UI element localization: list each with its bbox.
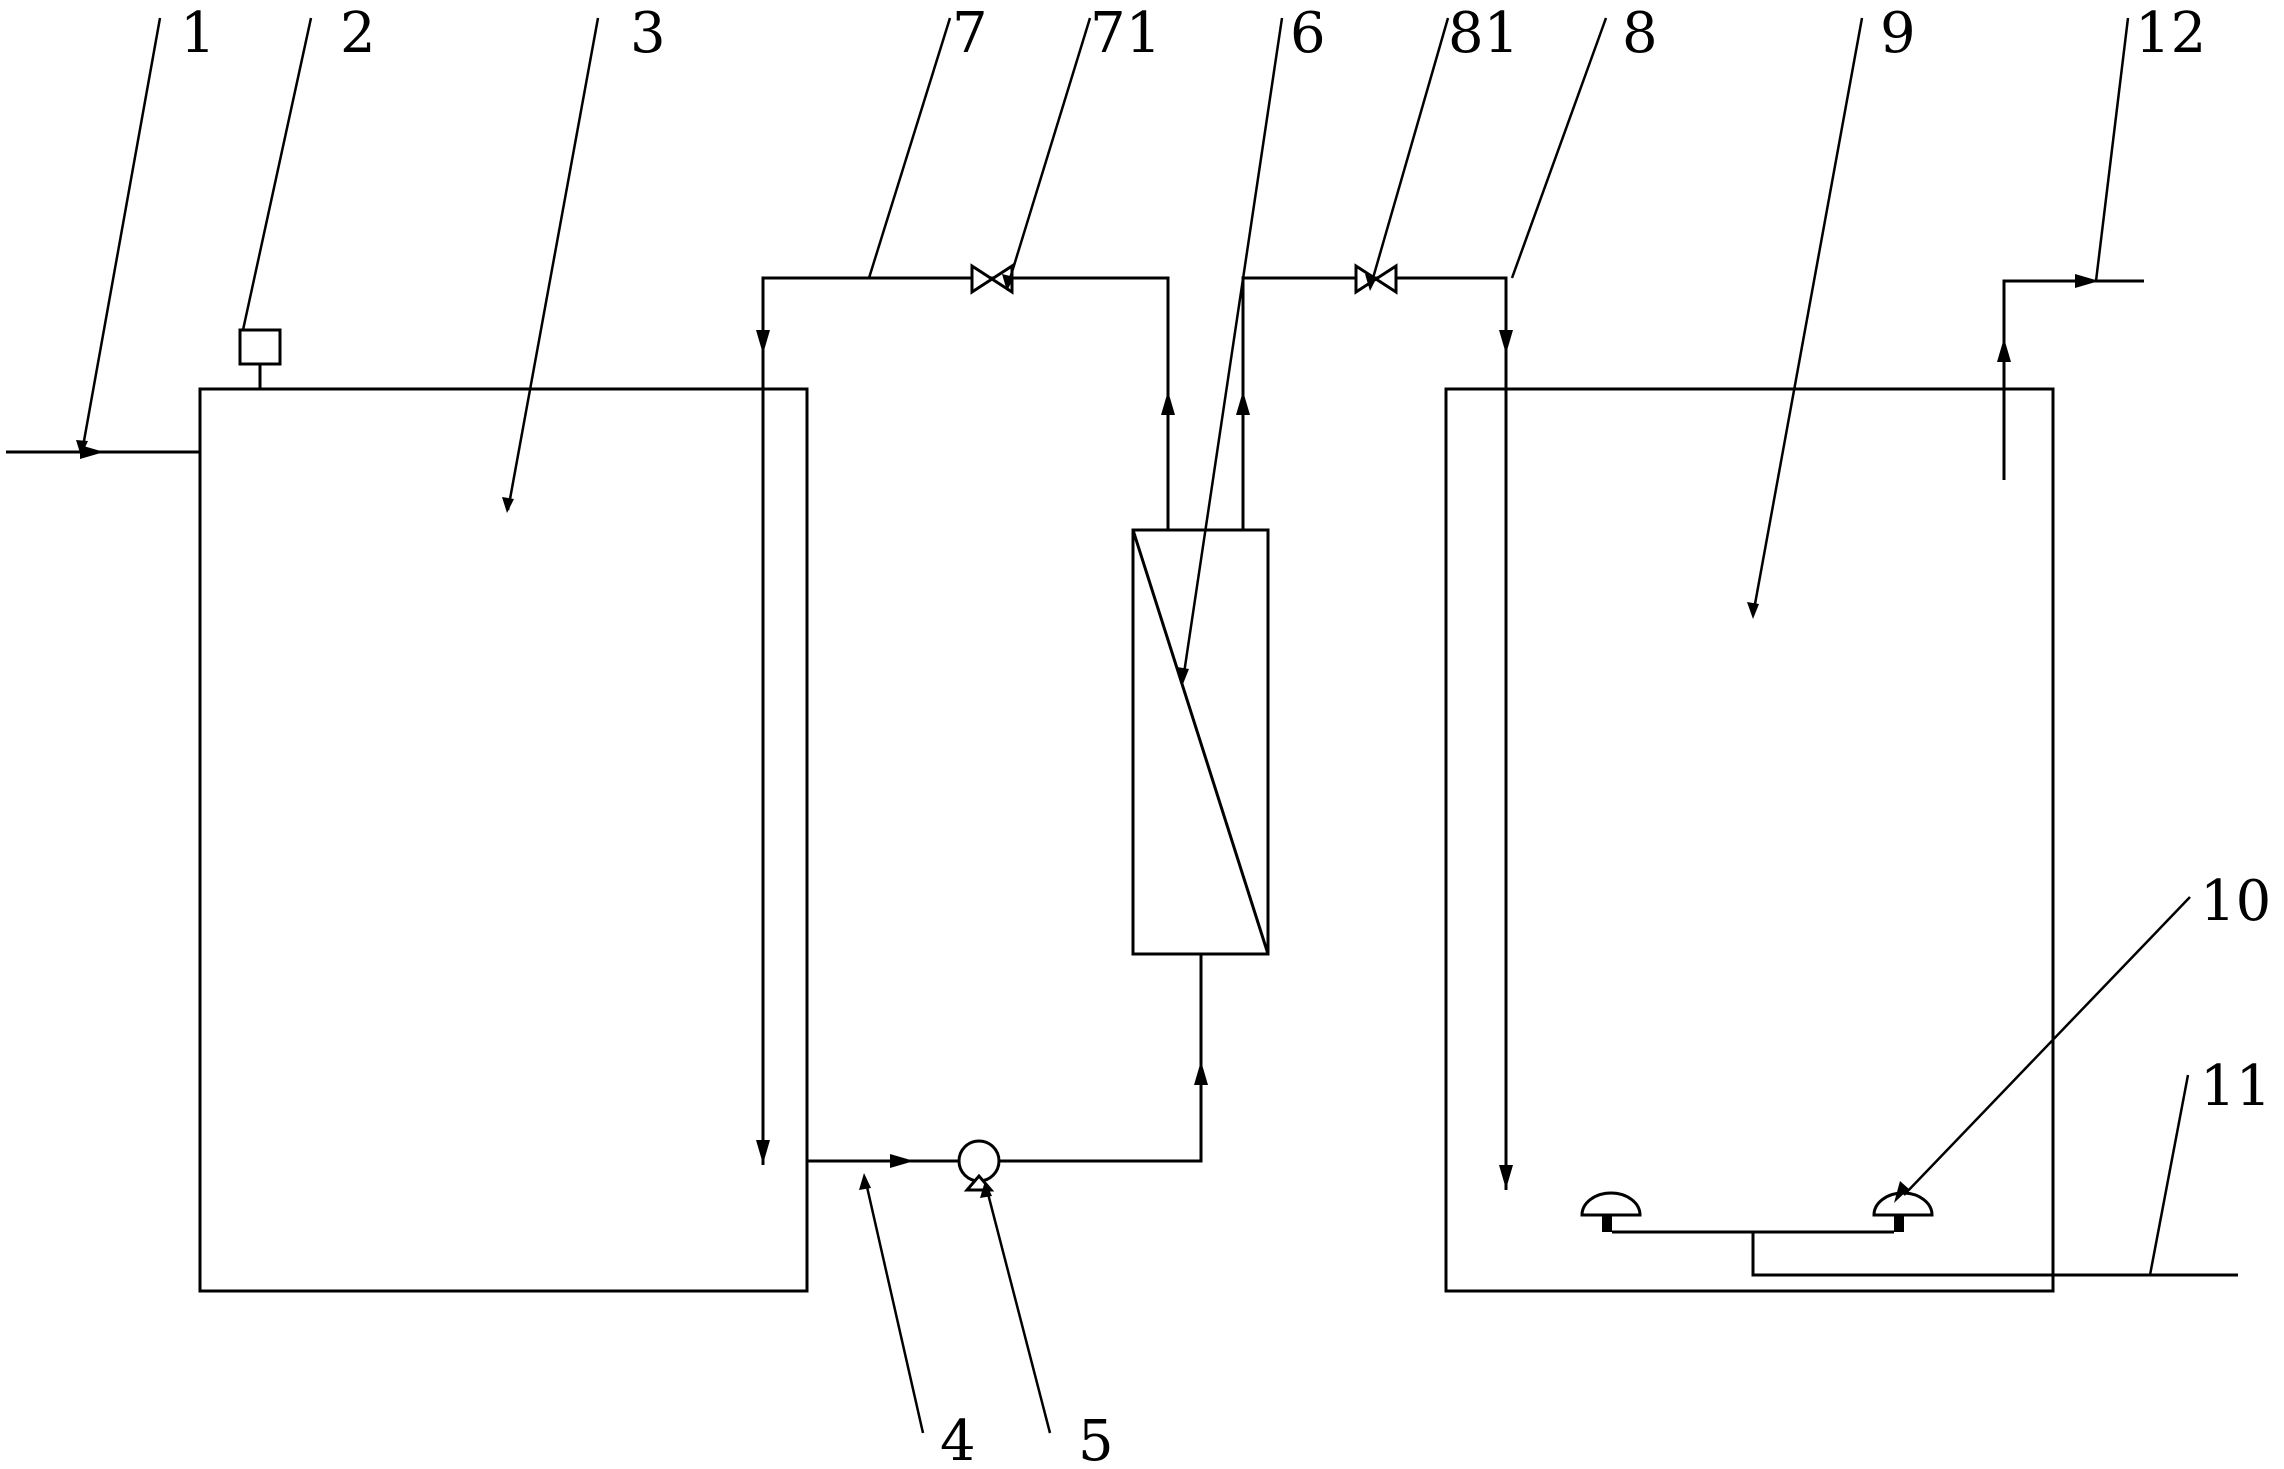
label-2: 2: [340, 1, 376, 66]
label-81: 81: [1448, 1, 1519, 66]
inlet-pipe-1: [6, 445, 200, 459]
pump-5: [957, 1139, 1001, 1192]
leader-lines: [76, 17, 2191, 1434]
label-8: 8: [1622, 1, 1658, 66]
level-sensor-2: [238, 328, 282, 389]
gas-outlet-pipe-12: [1997, 274, 2144, 480]
label-3: 3: [630, 1, 666, 66]
aerator-right: [1872, 1191, 1934, 1232]
valve-81: [1354, 263, 1398, 295]
tank-3: [198, 387, 809, 1293]
label-10: 10: [2200, 869, 2271, 934]
outlet-pipe-4: [807, 954, 1208, 1168]
label-1: 1: [180, 1, 216, 66]
label-5: 5: [1078, 1409, 1114, 1469]
tank-9: [1444, 387, 2055, 1293]
label-71: 71: [1090, 1, 1161, 66]
membrane-unit-6: [1131, 528, 1270, 956]
air-pipe-11: [1612, 1230, 2238, 1277]
aerator-left: [1580, 1191, 1642, 1232]
label-11: 11: [2200, 1054, 2271, 1119]
label-12: 12: [2135, 1, 2206, 66]
return-pipe-7: [756, 276, 1175, 1165]
label-9: 9: [1880, 1, 1916, 66]
label-7: 7: [952, 1, 988, 66]
label-4: 4: [940, 1409, 976, 1469]
label-6: 6: [1290, 1, 1326, 66]
permeate-pipe-8: [1236, 276, 1513, 1190]
